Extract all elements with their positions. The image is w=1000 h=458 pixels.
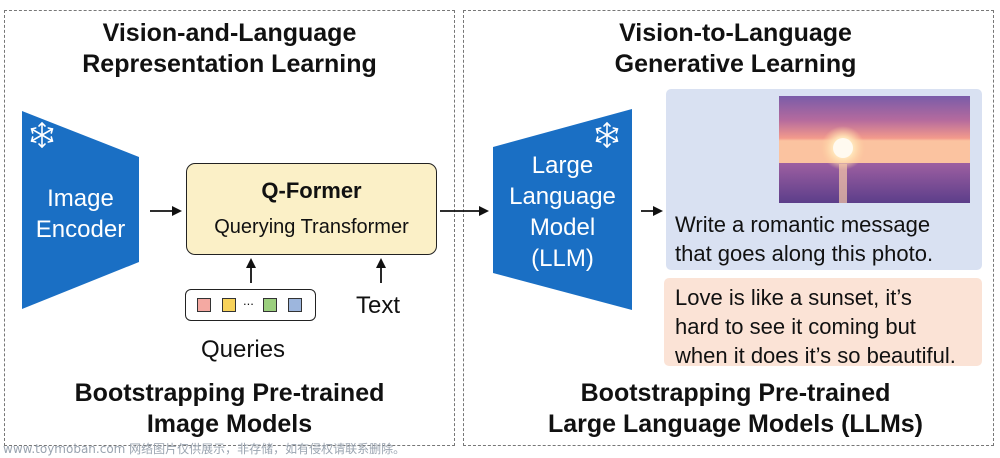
reply-box (664, 278, 982, 366)
query-token (222, 298, 236, 312)
right-panel (463, 10, 994, 446)
queries-box: ... (185, 289, 316, 321)
queries-ellipsis: ... (243, 293, 254, 308)
image-encoder-label: Image Encoder (22, 183, 139, 245)
left-panel-caption: Bootstrapping Pre-trained Image Models (4, 378, 455, 440)
right-caption-line-2: Large Language Models (LLMs) (547, 410, 924, 438)
left-title-line-2: Representation Learning (82, 50, 377, 78)
text-label: Text (356, 292, 401, 319)
left-caption-line-2: Image Models (146, 410, 313, 438)
watermark: www.toymoban.com 网络图片仅供展示，非存储，如有侵权请联系删除。 (3, 442, 406, 456)
llm-line-2: Language (509, 183, 616, 210)
left-panel-title: Vision-and-Language Representation Learn… (4, 18, 455, 80)
right-caption-line-1: Bootstrapping Pre-trained (580, 379, 891, 407)
query-token (197, 298, 211, 312)
qformer-subtitle: Querying Transformer (214, 216, 409, 238)
queries-label: Queries (201, 336, 286, 363)
snowflake-icon (595, 121, 619, 149)
reply-line-2: hard to see it coming but (675, 314, 916, 339)
sunset-photo (779, 96, 970, 203)
left-title-line-1: Vision-and-Language (102, 19, 357, 47)
left-caption-line-1: Bootstrapping Pre-trained (74, 379, 385, 407)
query-token (263, 298, 277, 312)
prompt-text: Write a romantic message that goes along… (675, 210, 933, 268)
image-encoder-line-1: Image (47, 185, 114, 212)
llm-shape (493, 109, 632, 310)
llm-label: Large Language Model (LLM) (493, 150, 632, 274)
qformer-box: Q-Former Querying Transformer (186, 163, 437, 255)
reply-line-3: when it does it’s so beautiful. (675, 343, 956, 368)
prompt-line-1: Write a romantic message (675, 212, 931, 237)
right-panel-caption: Bootstrapping Pre-trained Large Language… (463, 378, 1000, 440)
right-title-line-2: Generative Learning (614, 50, 857, 78)
image-encoder-shape (22, 111, 139, 309)
snowflake-icon (30, 121, 54, 149)
reply-line-1: Love is like a sunset, it’s (675, 285, 912, 310)
qformer-name: Q-Former (261, 178, 362, 203)
llm-line-1: Large (531, 152, 594, 179)
right-panel-title: Vision-to-Language Generative Learning (463, 18, 1000, 80)
reply-text: Love is like a sunset, it’s hard to see … (675, 283, 956, 370)
llm-line-3: Model (529, 214, 596, 241)
image-encoder-line-2: Encoder (35, 216, 126, 243)
right-title-line-1: Vision-to-Language (619, 19, 852, 47)
prompt-line-2: that goes along this photo. (675, 241, 934, 266)
llm-line-4: (LLM) (531, 245, 594, 272)
query-token (288, 298, 302, 312)
left-panel (4, 10, 455, 446)
